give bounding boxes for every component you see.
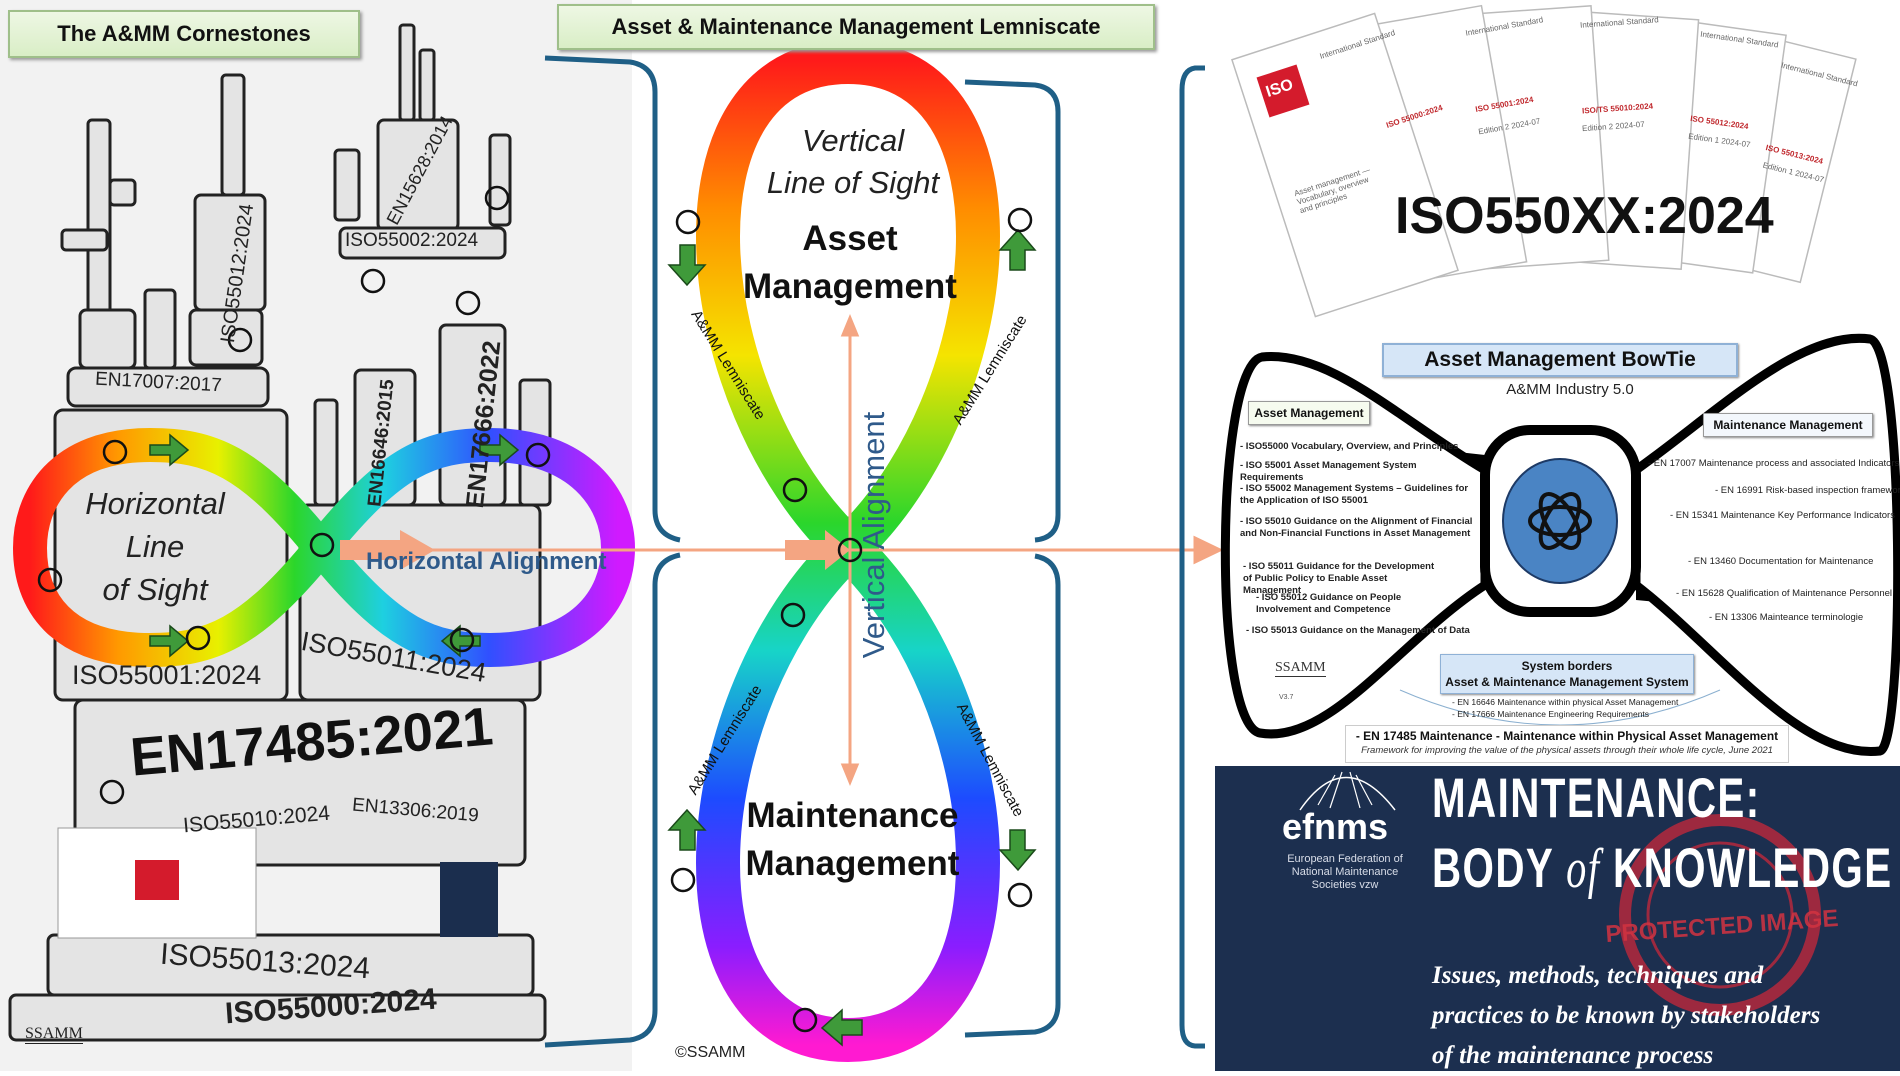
- label-iso55002: ISO55002:2024: [345, 230, 479, 251]
- efnms-subtitle-line-2: practices to be known by stakeholders: [1432, 1002, 1821, 1029]
- efnms-dome-icon: [1299, 776, 1396, 811]
- mm-item: - EN 17007 Maintenance process and assoc…: [1648, 458, 1900, 469]
- en17485-title: - EN 17485 Maintenance - Maintenance wit…: [1355, 729, 1779, 743]
- ssamm-logo-bowtie: SSAMM: [1275, 660, 1326, 677]
- mm-item: - EN 16991 Risk-based inspection framewo…: [1715, 485, 1900, 496]
- en17485-box: - EN 17485 Maintenance - Maintenance wit…: [1345, 725, 1789, 763]
- title-knowledge: KNOWLEDGE: [1600, 836, 1893, 899]
- ssamm-logo-left: SSAMM: [25, 1025, 83, 1044]
- hlos-line-1: Horizontal: [85, 486, 225, 521]
- title-body: BODY: [1432, 836, 1567, 899]
- system-borders-line-1: System borders: [1521, 659, 1613, 673]
- efnms-org-name: European Federation of National Maintena…: [1275, 853, 1415, 892]
- efnms-org-line-1: European Federation of: [1287, 853, 1403, 865]
- mm-line-1: Maintenance: [746, 796, 959, 835]
- bowtie-version: V3.7: [1279, 694, 1294, 701]
- efnms-dome-lines: [1317, 771, 1373, 809]
- efnms-subtitle-line-1: Issues, methods, techniques and: [1432, 962, 1764, 989]
- horizontal-alignment-label: Horizontal Alignment: [366, 548, 607, 575]
- am-item: - ISO 55011 Guidance for the Development…: [1243, 561, 1435, 596]
- am-item: - ISO 55002 Management Systems – Guideli…: [1240, 483, 1469, 506]
- knot-icons: [37, 185, 1033, 1033]
- am-item: - ISO55000 Vocabulary, Overview, and Pri…: [1240, 441, 1459, 452]
- mm-line-2: Management: [745, 844, 960, 883]
- am-item: - ISO 55012 Guidance on People Involveme…: [1256, 592, 1402, 615]
- efnms-panel-bg: [1215, 766, 1900, 1071]
- title-of: of: [1566, 838, 1601, 900]
- efnms-title-1: MAINTENANCE:: [1432, 766, 1761, 829]
- system-borders-line-2: Asset & Maintenance Management System: [1445, 675, 1689, 689]
- brackets: [544, 55, 1205, 1049]
- mm-item: - EN 15341 Maintenance Key Performance I…: [1670, 510, 1895, 521]
- iso-document-stack: [1231, 4, 1857, 318]
- vlos-line-2: Line of Sight: [766, 165, 940, 200]
- vertical-alignment-label: Vertical Alignment: [856, 411, 891, 659]
- iso-title: ISO550XX:2024: [1395, 187, 1774, 245]
- efnms-title-2: BODY of KNOWLEDGE: [1432, 836, 1893, 901]
- copyright-label: ©SSAMM: [675, 1044, 746, 1061]
- bowtie-center-logo: [1502, 458, 1618, 584]
- iso-logo: [1256, 64, 1310, 118]
- label-iso55001: ISO55001:2024: [72, 660, 262, 690]
- efnms-org-line-3: Societies vzw: [1311, 879, 1379, 891]
- hlos-line-2: Line: [125, 529, 185, 564]
- system-item: - EN 17666 Maintenance Engineering Requi…: [1452, 709, 1650, 719]
- asset-management-header: Asset Management: [1248, 401, 1370, 425]
- am-line-1: Asset: [802, 219, 898, 258]
- efnms-subtitle: Issues, methods, techniques and practice…: [1432, 956, 1820, 1076]
- system-item: - EN 16646 Maintenance within physical A…: [1452, 697, 1679, 707]
- en17485-subtitle: Framework for improving the value of the…: [1361, 745, 1773, 756]
- maintenance-management-label: Maintenance Management: [700, 792, 1005, 888]
- system-borders-box: System borders Asset & Maintenance Manag…: [1440, 654, 1694, 694]
- iso-logo-thumbnail: [135, 860, 179, 900]
- efnms-logo-text: efnms: [1282, 806, 1389, 847]
- mm-item: - EN 13460 Documentation for Maintenance: [1688, 556, 1874, 567]
- asset-management-label: Asset Management: [700, 215, 1000, 311]
- vertical-line-of-sight: Vertical Line of Sight: [728, 120, 978, 204]
- lemniscate-title: Asset & Maintenance Management Lemniscat…: [557, 4, 1155, 50]
- vlos-line-1: Vertical: [801, 123, 905, 158]
- efnms-subtitle-line-3: of the maintenance process: [1432, 1042, 1714, 1069]
- protected-stamp: [1619, 814, 1821, 1016]
- hlos-line-3: of Sight: [102, 572, 208, 607]
- alignment-arrows: [340, 314, 1224, 786]
- green-arrows: [149, 228, 1037, 1047]
- horizontal-line-of-sight: Horizontal Line of Sight: [60, 482, 250, 611]
- am-line-2: Management: [743, 267, 957, 306]
- horizontal-lemniscate: [12, 427, 636, 668]
- mm-item: - EN 15628 Qualification of Maintenance …: [1676, 588, 1892, 599]
- efnms-book-thumbnail: [440, 862, 498, 937]
- vertical-lemniscate: [696, 39, 1000, 1063]
- bowtie-subtitle: A&MM Industry 5.0: [1506, 381, 1634, 398]
- am-item: - ISO 55013 Guidance on the Management o…: [1246, 625, 1470, 636]
- am-item: - ISO 55001 Asset Management System Requ…: [1240, 460, 1417, 483]
- bowtie-title: Asset Management BowTie: [1382, 343, 1738, 377]
- knot-icon: [1528, 492, 1592, 550]
- maintenance-management-header: Maintenance Management: [1703, 413, 1873, 437]
- mm-item: - EN 13306 Mainteance terminologie: [1709, 612, 1864, 623]
- cornerstones-title: The A&MM Cornestones: [8, 10, 360, 58]
- bowtie-shape: [1220, 333, 1900, 756]
- arrow-head-right: [1193, 535, 1224, 565]
- efnms-org-line-2: National Maintenance: [1291, 866, 1399, 878]
- am-item: - ISO 55010 Guidance on the Alignment of…: [1240, 516, 1473, 539]
